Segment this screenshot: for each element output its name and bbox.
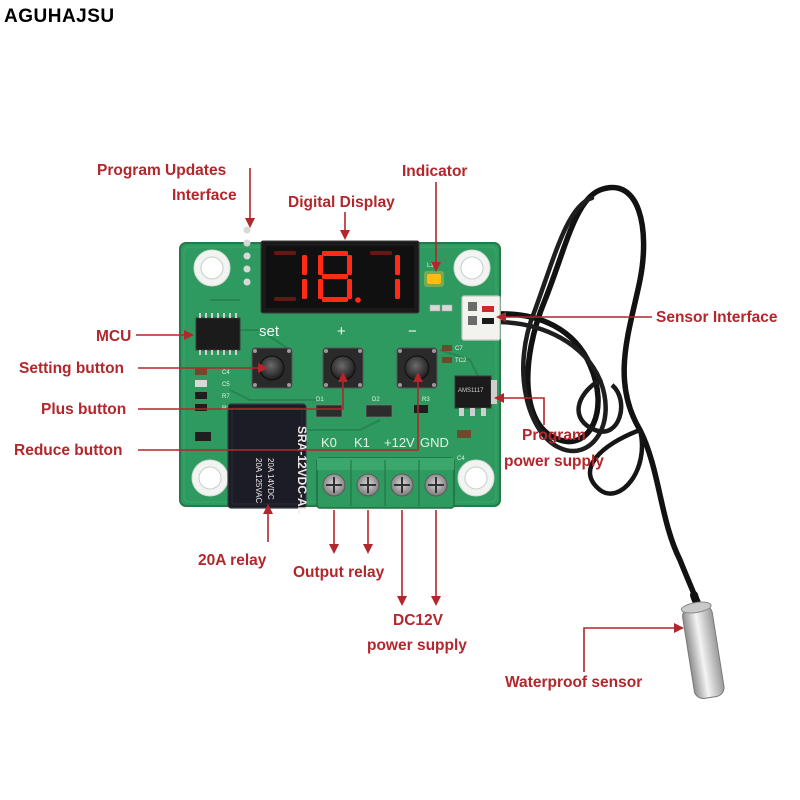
digital-display [260,240,420,314]
label-sensor-interface: Sensor Interface [656,309,778,326]
svg-text:C4: C4 [222,370,230,376]
svg-text:D2: D2 [372,397,380,403]
relay-rating-2: 20A 125VAC [254,458,263,503]
relay-rating-1: 20A 14VDC [266,458,275,500]
terminal-screw-12v[interactable] [390,473,414,497]
label-program-power-line1: Program [522,427,586,444]
silk-set-label: set [259,323,280,340]
display-digit-3 [370,251,400,299]
terminal-screw-k0[interactable] [322,473,346,497]
svg-text:C5: C5 [222,382,230,388]
terminal-label-gnd: GND [420,435,449,450]
mounting-hole-br [457,459,495,497]
svg-text:L1: L1 [427,263,434,269]
leader-lines [136,168,684,672]
display-digit-2 [318,251,361,303]
regulator-chip: AMS1117 C4 [454,375,497,462]
brand-watermark: AGUHAJSU [4,6,115,27]
sensor-connector [461,295,501,341]
label-program-updates-line1: Program Updates [97,162,226,179]
label-mcu: MCU [96,328,131,345]
mcu-chip [195,313,241,355]
terminal-block [316,457,455,509]
smd-components-right: C7 TC2 [429,304,467,364]
terminal-label-k0: K0 [321,435,337,450]
smd-components-middle: D1 D2 R3 [315,397,430,418]
mounting-hole-tl [193,249,231,287]
svg-text:D1: D1 [316,397,324,403]
svg-text:C7: C7 [455,346,463,352]
label-plus-button: Plus button [41,401,126,418]
label-indicator: Indicator [402,163,467,180]
label-20a-relay: 20A relay [198,552,267,569]
display-digit-1 [302,255,307,299]
terminal-label-k1: K1 [354,435,370,450]
sensor-cable [493,184,701,608]
label-program-updates-line2: Interface [172,187,237,204]
label-digital-display: Digital Display [288,194,395,211]
regulator-marking: AMS1117 [458,388,484,394]
waterproof-probe [680,591,725,699]
silk-plus-label: + [337,323,346,340]
label-dc12v-line2: power supply [367,637,467,654]
svg-text:TC2: TC2 [455,358,467,364]
label-dc12v-line1: DC12V [393,612,444,629]
terminal-label-12v: +12V [384,435,415,450]
label-program-power-line2: power supply [504,453,604,470]
label-waterproof-sensor: Waterproof sensor [505,674,642,691]
terminal-screw-k1[interactable] [356,473,380,497]
setting-button[interactable] [251,347,293,389]
silk-minus-label: − [408,323,417,340]
terminal-screw-gnd[interactable] [424,473,448,497]
label-setting-button: Setting button [19,360,124,377]
program-update-pads [243,226,251,286]
mounting-hole-tr [453,249,491,287]
reduce-button[interactable] [396,347,438,389]
relay-model: SRA-12VDC-AL [295,426,309,514]
svg-text:R7: R7 [222,394,230,400]
mounting-hole-bl [191,459,229,497]
label-reduce-button: Reduce button [14,442,123,459]
svg-text:C4: C4 [457,456,465,462]
indicator-led: L1 [424,263,444,287]
svg-text:R3: R3 [422,397,430,403]
label-output-relay: Output relay [293,564,385,581]
plus-button[interactable] [322,347,364,389]
relay-20a: SRA-12VDC-AL 20A 14VDC 20A 125VAC [227,403,309,514]
